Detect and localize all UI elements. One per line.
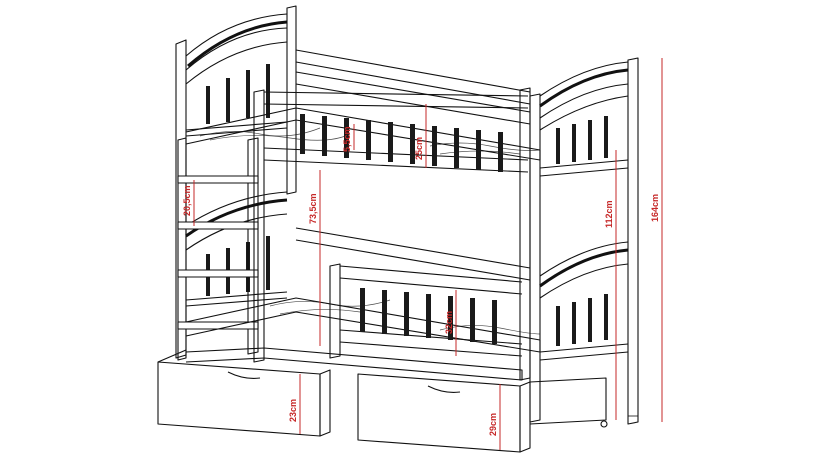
right-footboard	[529, 57, 639, 425]
ladder	[177, 137, 259, 361]
dimension-lower-rail: 32cm	[444, 290, 457, 356]
drawer-left	[157, 349, 331, 437]
rail-height-label: 25cm	[414, 137, 424, 160]
lower-clearance-label: 73,5cm	[308, 193, 318, 224]
dimension-lower-clearance: 73,5cm	[308, 170, 321, 346]
dimension-rail-height: 25cm	[414, 104, 427, 168]
dimension-mattress-gap: 5,5cm	[342, 124, 355, 152]
dimension-rung-spacing: 20,5cm	[182, 180, 195, 226]
drawer-right-label: 29cm	[488, 413, 498, 436]
lower-bunk	[185, 227, 541, 381]
mattress-gap-label: 5,5cm	[342, 126, 352, 152]
dimension-upper-height: 112cm	[604, 150, 617, 420]
drawer-left-label: 23cm	[288, 399, 298, 422]
rung-spacing-label: 20,5cm	[182, 185, 192, 216]
dimension-drawer-left: 23cm	[288, 374, 301, 434]
dimension-drawer-right: 29cm	[488, 384, 501, 450]
upper-height-label: 112cm	[604, 200, 614, 228]
drawer-right	[357, 373, 608, 453]
total-height-label: 164cm	[650, 194, 660, 222]
lower-rail-label: 32cm	[444, 311, 454, 334]
dimension-total-height: 164cm	[650, 58, 663, 422]
